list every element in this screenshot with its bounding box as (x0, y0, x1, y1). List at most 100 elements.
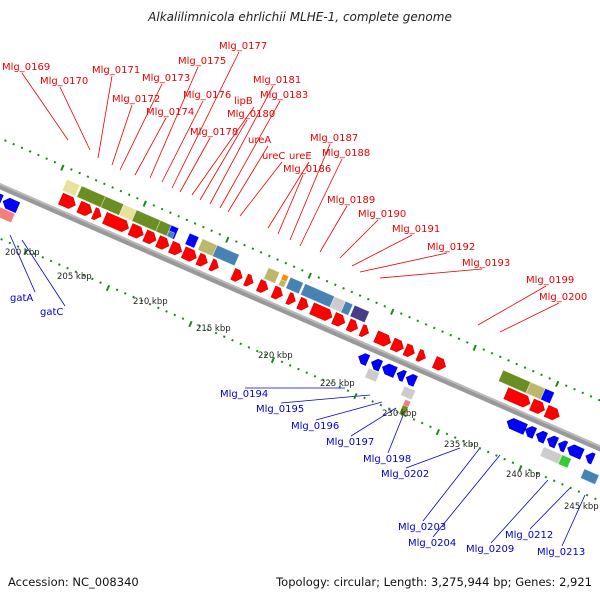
gene-feature[interactable] (166, 230, 175, 239)
forward-gene-label[interactable]: Mlg_0180 (227, 109, 275, 120)
forward-gene-label[interactable]: ureC (262, 151, 285, 162)
forward-gene-label[interactable]: ureE (289, 151, 312, 162)
gene-feature[interactable] (285, 276, 304, 295)
forward-gene-label[interactable]: Mlg_0172 (112, 94, 160, 105)
forward-gene-arrow[interactable] (543, 405, 562, 422)
forward-gene-label[interactable]: Mlg_0177 (219, 41, 267, 52)
forward-gene-label[interactable]: Mlg_0193 (462, 258, 510, 269)
reverse-gene-label[interactable]: Mlg_0203 (398, 522, 446, 533)
reverse-gene-arrow[interactable] (545, 434, 559, 449)
forward-gene-arrow[interactable] (91, 207, 103, 222)
gene-feature[interactable] (364, 367, 381, 383)
forward-gene-arrow[interactable] (402, 343, 417, 359)
reverse-gene-arrow[interactable] (523, 424, 537, 439)
reverse-gene-arrow[interactable] (369, 357, 384, 372)
forward-gene-arrow[interactable] (58, 192, 77, 210)
forward-gene-arrow[interactable] (168, 240, 184, 257)
forward-gene-label[interactable]: Mlg_0191 (392, 224, 440, 235)
reverse-gene-label[interactable]: Mlg_0202 (381, 469, 429, 480)
forward-gene-arrow[interactable] (415, 348, 428, 363)
forward-gene-label[interactable]: Mlg_0192 (427, 242, 475, 253)
reverse-gene-label[interactable]: Mlg_0209 (466, 544, 514, 555)
gene-feature[interactable] (580, 468, 600, 485)
gene-feature[interactable] (497, 369, 532, 394)
forward-gene-arrow[interactable] (373, 330, 393, 348)
reverse-gene-arrow[interactable] (565, 443, 585, 460)
forward-gene-label[interactable]: Mlg_0176 (183, 90, 231, 101)
forward-gene-arrow[interactable] (345, 318, 360, 334)
gene-feature[interactable] (278, 279, 287, 288)
forward-gene-arrow[interactable] (142, 229, 159, 246)
forward-gene-arrow[interactable] (270, 285, 285, 301)
forward-gene-label[interactable]: Mlg_0173 (142, 73, 190, 84)
forward-gene-arrow[interactable] (127, 223, 146, 241)
gene-feature[interactable] (61, 179, 81, 197)
reverse-gene-label[interactable]: Mlg_0195 (256, 404, 304, 415)
gene-feature[interactable] (557, 454, 572, 469)
forward-gene-arrow[interactable] (296, 296, 311, 312)
reverse-gene-arrow[interactable] (534, 429, 548, 444)
forward-gene-arrow[interactable] (389, 337, 406, 354)
forward-gene-arrow[interactable] (431, 356, 448, 373)
forward-gene-arrow[interactable] (529, 398, 547, 416)
forward-gene-arrow[interactable] (102, 212, 131, 233)
gene-feature[interactable] (540, 388, 555, 404)
forward-gene-arrow[interactable] (155, 235, 172, 252)
reverse-gene-label[interactable]: Mlg_0197 (326, 437, 374, 448)
forward-gene-label[interactable]: Mlg_0170 (40, 76, 88, 87)
forward-gene-label[interactable]: Mlg_0171 (92, 65, 140, 76)
forward-gene-arrow[interactable] (208, 258, 221, 273)
forward-gene-arrow[interactable] (243, 273, 256, 288)
gene-feature[interactable] (0, 198, 16, 224)
reverse-gene-label[interactable]: Mlg_0204 (408, 538, 456, 549)
reverse-gene-label[interactable]: Mlg_0212 (505, 530, 553, 541)
forward-gene-label[interactable]: ureA (248, 135, 271, 146)
reverse-gene-arrow[interactable] (1, 196, 21, 213)
forward-gene-label[interactable]: Mlg_0186 (283, 164, 331, 175)
reverse-gene-label[interactable]: Mlg_0196 (291, 421, 339, 432)
forward-gene-label[interactable]: Mlg_0200 (539, 292, 587, 303)
forward-gene-arrow[interactable] (195, 252, 210, 268)
forward-gene-arrow[interactable] (503, 387, 533, 409)
forward-gene-label[interactable]: lipB (234, 96, 253, 107)
forward-gene-label[interactable]: Mlg_0199 (526, 275, 574, 286)
reverse-gene-label[interactable]: Mlg_0194 (220, 389, 268, 400)
forward-gene-label[interactable]: Mlg_0183 (260, 90, 308, 101)
reverse-gene-arrow[interactable] (584, 451, 596, 465)
reverse-gene-label[interactable]: gatC (40, 307, 63, 318)
gene-feature[interactable] (184, 232, 200, 249)
reverse-gene-arrow[interactable] (395, 368, 407, 382)
gene-feature[interactable] (349, 304, 370, 324)
forward-gene-label[interactable]: Mlg_0189 (327, 195, 375, 206)
forward-gene-label[interactable]: Mlg_0190 (358, 209, 406, 220)
forward-gene-label[interactable]: Mlg_0175 (178, 56, 226, 67)
forward-gene-label[interactable]: Mlg_0169 (2, 62, 50, 73)
forward-gene-label[interactable]: Mlg_0181 (253, 75, 301, 86)
gene-feature[interactable] (400, 385, 416, 401)
gene-feature[interactable] (212, 244, 240, 267)
gene-feature[interactable] (340, 300, 354, 316)
forward-gene-label[interactable]: Mlg_0178 (190, 127, 238, 138)
forward-gene-arrow[interactable] (180, 246, 199, 264)
forward-gene-label[interactable]: Mlg_0187 (310, 133, 358, 144)
forward-gene-arrow[interactable] (331, 312, 347, 328)
forward-gene-label[interactable]: Mlg_0174 (146, 107, 194, 118)
reverse-gene-label[interactable]: Mlg_0198 (363, 454, 411, 465)
reverse-gene-arrow[interactable] (404, 372, 418, 387)
reverse-gene-arrow[interactable] (356, 352, 371, 366)
reverse-gene-label[interactable]: gatA (10, 293, 33, 304)
forward-gene-arrow[interactable] (76, 200, 95, 218)
reverse-gene-arrow[interactable] (556, 439, 569, 453)
forward-gene-arrow[interactable] (285, 292, 298, 306)
reverse-gene-label[interactable]: Mlg_0213 (537, 547, 585, 558)
forward-gene-arrow[interactable] (230, 268, 245, 283)
gene-feature[interactable] (263, 267, 280, 284)
reverse-gene-arrow[interactable] (380, 362, 398, 378)
forward-gene-arrow[interactable] (256, 279, 270, 295)
gene-feature[interactable] (539, 446, 563, 465)
forward-gene-label[interactable]: Mlg_0188 (322, 148, 370, 159)
reverse-gene-arrow[interactable] (505, 416, 528, 435)
forward-gene-arrow[interactable] (309, 302, 334, 323)
forward-gene-arrow[interactable] (358, 324, 371, 338)
gene-feature[interactable] (398, 404, 409, 417)
